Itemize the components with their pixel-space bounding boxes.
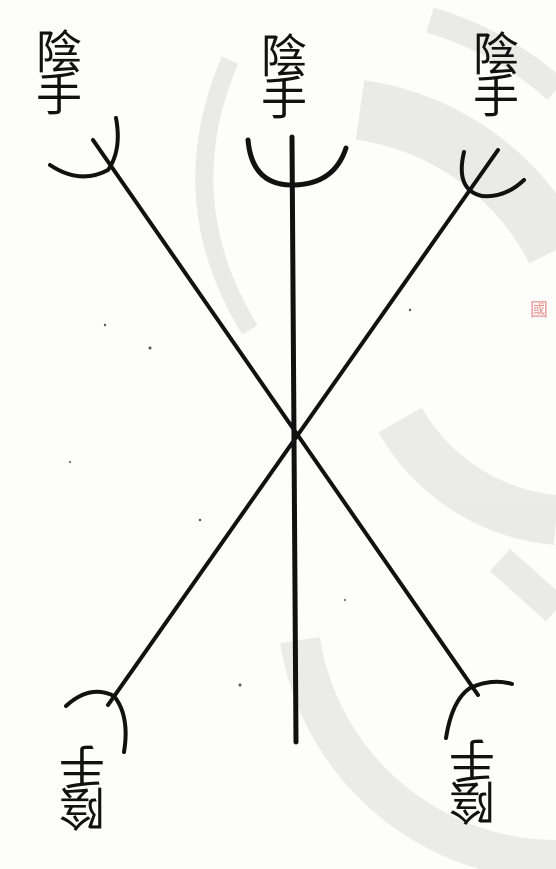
trident-top-left xyxy=(50,118,118,176)
paper-specks xyxy=(69,309,411,687)
label-top-center: 陰手 xyxy=(258,32,304,116)
red-stamp-mark: 國 xyxy=(530,302,548,320)
trident-bottom-left xyxy=(66,692,126,752)
label-top-right: 陰手 xyxy=(470,30,516,114)
label-top-left: 陰手 xyxy=(33,28,79,112)
label-bottom-left: 陰手 xyxy=(62,748,108,832)
watermark-seal xyxy=(204,20,556,860)
diagonal-staff-right-to-left xyxy=(108,150,498,705)
trident-bottom-right xyxy=(446,682,512,738)
trident-top-center xyxy=(248,140,346,185)
label-bottom-right: 陰手 xyxy=(452,742,498,826)
